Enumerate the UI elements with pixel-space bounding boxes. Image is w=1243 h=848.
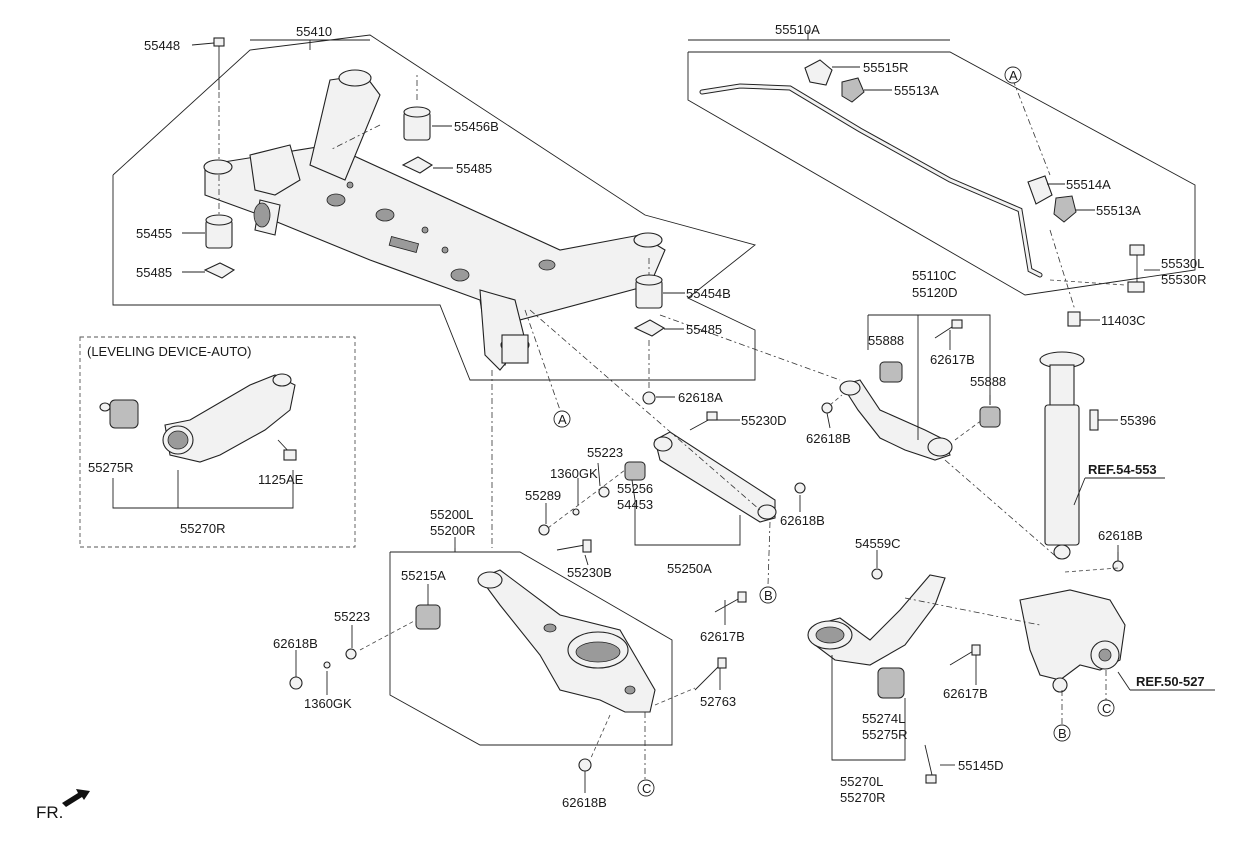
label-62618B-link: 62618B xyxy=(780,513,825,528)
label-55888-left: 55888 xyxy=(868,333,904,348)
marker-C-left: C xyxy=(642,781,651,796)
reference-lines xyxy=(491,309,1119,780)
label-62618A: 62618A xyxy=(678,390,723,405)
label-55250A: 55250A xyxy=(667,561,712,576)
marker-B-lower: B xyxy=(1058,726,1067,741)
label-55223-upper: 55223 xyxy=(587,445,623,460)
label-55270L: 55270L xyxy=(840,774,883,789)
label-54559C: 54559C xyxy=(855,536,901,551)
label-1125AE: 1125AE xyxy=(258,472,304,487)
part-labels: 55448 55410 55456B 55485 55455 55485 554… xyxy=(36,22,1207,822)
label-55110C: 55110C xyxy=(912,268,957,283)
label-62618B-left: 62618B xyxy=(273,636,318,651)
marker-A-upper: A xyxy=(1009,68,1018,83)
link-group-lines xyxy=(634,500,741,546)
trailing-arm-group-lines xyxy=(831,655,906,761)
label-55513A-lower: 55513A xyxy=(1096,203,1141,218)
label-1360GK-upper: 1360GK xyxy=(550,466,598,481)
label-55456B: 55456B xyxy=(454,119,499,134)
label-55454B: 55454B xyxy=(686,286,731,301)
upper-arm-group-lines xyxy=(867,314,991,440)
lower-arm-group-outline xyxy=(389,551,673,746)
shock-absorber xyxy=(1039,351,1165,560)
label-55530L: 55530L xyxy=(1161,256,1204,271)
circle-markers xyxy=(553,66,1115,797)
label-62617B-mid: 62617B xyxy=(700,629,745,644)
lower-control-arm xyxy=(289,548,747,772)
label-52763: 52763 xyxy=(700,694,736,709)
stabilizer-group-outline xyxy=(687,51,1196,296)
label-55270R-trailing: 55270R xyxy=(840,790,886,805)
label-55485-right: 55485 xyxy=(686,322,722,337)
label-11403C: 11403C xyxy=(1101,313,1146,328)
ref-54-553: REF.54-553 xyxy=(1088,462,1157,477)
upper-control-arm xyxy=(821,319,1001,461)
rear-knuckle xyxy=(1019,560,1215,693)
lateral-link xyxy=(538,411,806,553)
label-55230D: 55230D xyxy=(741,413,787,428)
front-arrow-icon xyxy=(62,789,90,807)
marker-C-right: C xyxy=(1102,701,1111,716)
label-55120D: 55120D xyxy=(912,285,958,300)
trailing-arm xyxy=(807,568,981,784)
subframe-group-outline xyxy=(112,34,756,381)
label-55888-right: 55888 xyxy=(970,374,1006,389)
marker-B-upper: B xyxy=(764,588,773,603)
label-55145D: 55145D xyxy=(958,758,1004,773)
label-55230B: 55230B xyxy=(567,565,612,580)
label-54453: 54453 xyxy=(617,497,653,512)
label-55513A-upper: 55513A xyxy=(894,83,939,98)
label-55410: 55410 xyxy=(296,24,332,39)
subframe-bushings xyxy=(203,37,666,405)
label-62617B-lower: 62617B xyxy=(943,686,988,701)
leader-lines xyxy=(182,30,1160,793)
stabilizer-bar xyxy=(699,59,1145,327)
label-55455: 55455 xyxy=(136,226,172,241)
label-55510A: 55510A xyxy=(775,22,820,37)
label-55215A: 55215A xyxy=(401,568,446,583)
ref-50-527: REF.50-527 xyxy=(1136,674,1205,689)
label-55448: 55448 xyxy=(144,38,180,53)
label-55530R: 55530R xyxy=(1161,272,1207,287)
label-55515R: 55515R xyxy=(863,60,909,75)
label-1360GK-lower: 1360GK xyxy=(304,696,352,711)
label-55289: 55289 xyxy=(525,488,561,503)
label-55275R-leveling: 55275R xyxy=(88,460,134,475)
leveling-device-box xyxy=(79,336,356,548)
front-direction-label: FR. xyxy=(36,803,63,822)
label-55200R: 55200R xyxy=(430,523,476,538)
label-55270R-leveling: 55270R xyxy=(180,521,226,536)
label-62617B-upper: 62617B xyxy=(930,352,975,367)
label-62618B-right: 62618B xyxy=(1098,528,1143,543)
label-55274L: 55274L xyxy=(862,711,905,726)
label-55396: 55396 xyxy=(1120,413,1156,428)
label-62618B-upperarm: 62618B xyxy=(806,431,851,446)
label-55514A: 55514A xyxy=(1066,177,1111,192)
leveling-device-title: (LEVELING DEVICE-AUTO) xyxy=(87,344,251,359)
label-62618B-bottom: 62618B xyxy=(562,795,607,810)
label-55485-upper: 55485 xyxy=(456,161,492,176)
marker-A-lower: A xyxy=(558,412,567,427)
label-55200L: 55200L xyxy=(430,507,473,522)
rear-subframe xyxy=(203,69,666,371)
label-55275R-trailing: 55275R xyxy=(862,727,908,742)
label-55223-lower: 55223 xyxy=(334,609,370,624)
label-55256: 55256 xyxy=(617,481,653,496)
label-55485-left: 55485 xyxy=(136,265,172,280)
